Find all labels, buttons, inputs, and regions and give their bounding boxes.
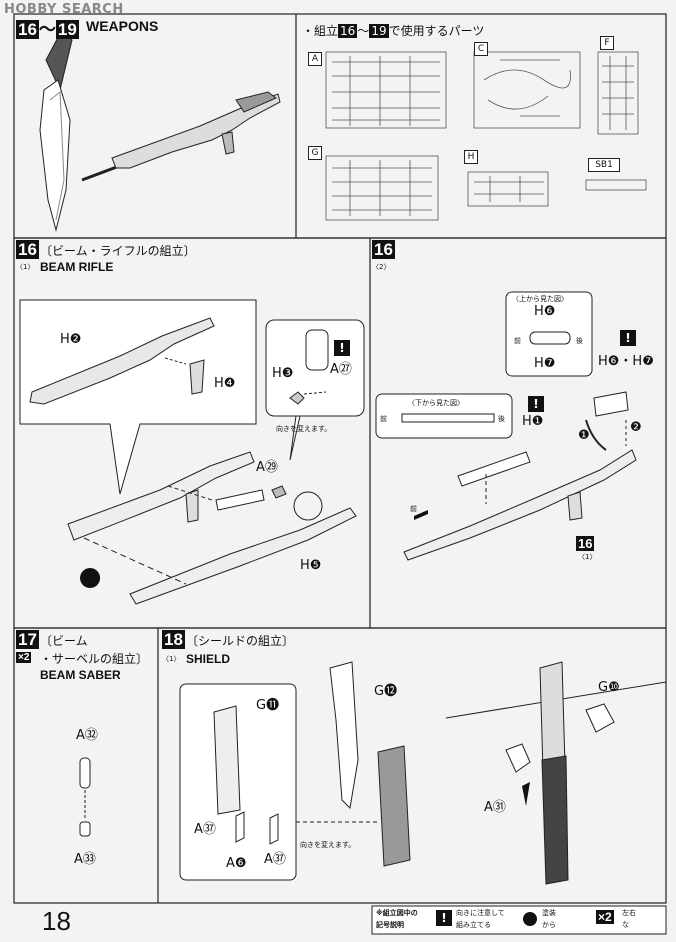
top-view-label: 〈上から見た図〉 [512,295,568,303]
runner-label-g: G [308,146,322,160]
rifle-front: 前 [410,505,417,513]
runner-thumbnails [325,51,647,221]
page-number: 18 [42,906,71,936]
shield-assembly-art [179,661,667,885]
label-g11: G⓫ [256,698,280,713]
step17-number-text: 17 [16,630,39,649]
ref-step-text: 16 [576,536,595,551]
step-range-separator: ～ [38,20,56,39]
legend-mult: ×2 [596,910,614,924]
step17-title-en: BEAM SABER [40,668,121,682]
step18-note: 向きを変えます。 [300,841,356,849]
legend-title-2: 記号説明 [376,921,404,929]
label-a32: A㉜ [76,728,98,743]
label-a27: A㉗ [330,362,352,377]
step18-sub: 〈1〉 [162,655,181,663]
beam-rifle-detail-bubble [19,299,257,495]
step16-number-text: 16 [16,240,39,259]
legend-x2-2: な [622,921,629,929]
step16-title-en: BEAM RIFLE [40,260,114,274]
beam-rifle-assembly-art [67,451,357,605]
legend-excl-2: 組み立てる [456,921,491,929]
legend-title-1: ※組立図中の [376,909,418,917]
label-g10: G❿ [598,680,620,695]
step-to: 19 [55,20,79,39]
label-a29: A㉙ [256,460,278,475]
watermark: HOBBY SEARCH [4,2,124,17]
legend-excl-1: 向きに注意して [456,909,505,917]
step-from: 16 [16,20,39,39]
weapons-step-range: 16～19 [16,15,79,40]
legend-caution-icon: ! [436,910,452,926]
top-front: 前 [514,337,521,345]
bottom-front: 前 [380,415,387,423]
step16b-number-text: 16 [372,240,395,259]
label-h5: H❺ [300,558,322,573]
runner-label-sb1: SB1 [588,158,620,172]
label-h4: H❹ [214,376,236,391]
step17-number: 17 [16,630,39,650]
caution-icon-2: ! [620,330,636,346]
label-a6: A❻ [226,856,247,871]
step16-number: 16 [16,240,39,260]
ref-step: 16 [576,536,595,551]
runner-label-f: F [600,36,614,50]
step16-note: 向きを変えます。 [276,425,332,433]
label-h6-h7: H❻・H❼ [598,354,654,369]
rifle-sensor-views [375,291,637,561]
step16b-sub: 〈2〉 [372,263,391,271]
parts-heading-pre: ・組立 [302,24,339,38]
caution-icon: ! [334,340,350,356]
parts-from: 16 [338,24,358,38]
label-h3: H❸ [272,366,294,381]
order-2: ❷ [630,420,642,435]
order-1: ❶ [578,428,590,443]
step18-number-text: 18 [162,630,185,649]
runner-label-h: H [464,150,478,164]
label-a37-right: A㊲ [264,852,286,867]
label-h2: H❷ [60,332,82,347]
parts-heading-mid: ～ [357,24,370,38]
bottom-view-label: 〈下から見た図〉 [408,399,464,407]
top-back: 後 [576,337,583,345]
step17-mult: ×2 [16,652,32,663]
label-h6: H❻ [534,304,556,319]
label-a37-left: A㊲ [194,822,216,837]
parts-heading-post: で使用するパーツ [388,24,485,38]
weapons-title: WEAPONS [86,18,159,34]
legend-x2-1: 左右 [622,909,636,917]
runner-label-a: A [308,52,322,66]
bottom-back: 後 [498,415,505,423]
legend-circle-1: 塗装 [542,909,556,917]
label-h7: H❼ [534,356,556,371]
label-h1: H❶ [522,414,544,429]
step16-sub: 〈1〉 [16,263,35,271]
label-g12: G⓬ [374,684,398,699]
step18-title-jp: 〔シールドの組立〕 [186,634,295,648]
beam-saber-art [79,757,91,837]
label-a33: A㉝ [74,852,96,867]
runner-label-c: C [474,42,488,56]
label-a31: A㉛ [484,800,506,815]
weapons-overview-illustration [39,29,281,232]
step18-number: 18 [162,630,185,650]
step16b-number: 16 [372,240,395,260]
caution-icon-3: ! [528,396,544,412]
step17-title-jp-2: ・サーベルの組立〕 [40,652,149,666]
step18-title-en: SHIELD [186,652,231,666]
step17-title-jp-1: 〔ビーム [40,634,88,648]
step16-title-jp: 〔ビーム・ライフルの組立〕 [40,244,196,258]
ref-step-sub: 〈1〉 [578,553,597,561]
legend-circle-2: から [542,921,556,929]
parts-to: 19 [369,24,389,38]
